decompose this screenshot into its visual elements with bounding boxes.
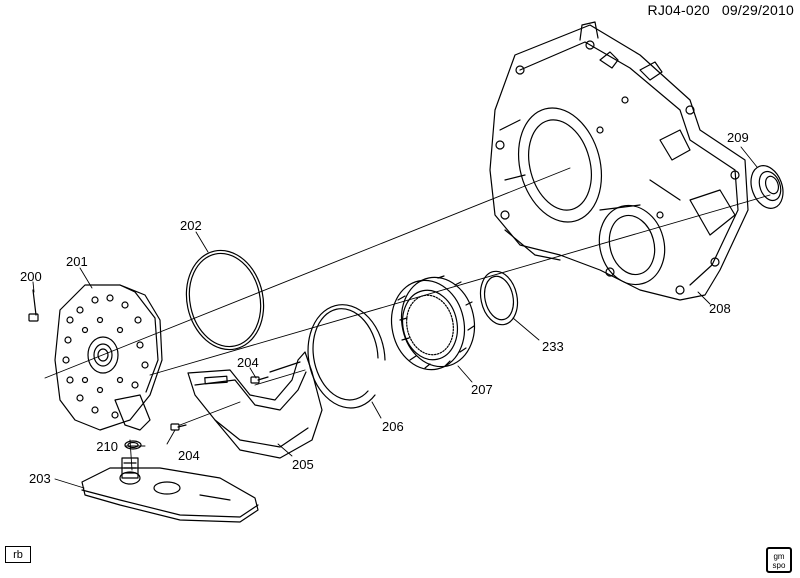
leader-lines	[32, 146, 758, 489]
oil-filter-drawing	[81, 457, 259, 523]
callout-201: 201	[66, 254, 88, 269]
control-valve-body-drawing	[54, 284, 163, 431]
diagram-header: RJ04-020 09/29/2010	[648, 2, 794, 18]
callout-209: 209	[727, 130, 749, 145]
bolt-204-lower-drawing	[170, 423, 187, 431]
alignment-lines	[44, 167, 771, 471]
callout-203: 203	[29, 471, 51, 486]
o-ring-drawing	[124, 440, 142, 450]
rb-badge: rb	[5, 546, 31, 563]
callout-207: 207	[471, 382, 493, 397]
callout-200: 200	[20, 269, 42, 284]
callout-208: 208	[709, 301, 731, 316]
callout-204-upper: 204	[237, 355, 259, 370]
logo-line-2: spo	[772, 561, 786, 570]
axle-seal-drawing	[750, 165, 784, 209]
thrust-ring-drawing	[479, 270, 519, 326]
callout-205: 205	[292, 457, 314, 472]
transmission-case-drawing	[489, 21, 749, 301]
callout-labels: 200 201 202 203 204 204 205 206 207 208 …	[20, 130, 749, 486]
callout-202: 202	[180, 218, 202, 233]
callout-210: 210	[96, 439, 118, 454]
logo-line-1: gm	[773, 552, 785, 561]
diagram-date: 09/29/2010	[721, 2, 794, 18]
bolt-200-drawing	[28, 289, 39, 322]
gm-spo-logo: gm spo	[766, 547, 792, 573]
callout-204-lower: 204	[178, 448, 200, 463]
seal-ring-drawing	[185, 249, 265, 351]
diagram-code: RJ04-020	[647, 2, 710, 18]
callout-206: 206	[382, 419, 404, 434]
snap-ring-drawing	[307, 304, 386, 409]
callout-233: 233	[542, 339, 564, 354]
baffle-drawing	[187, 351, 323, 459]
clutch-hub-drawing	[390, 275, 476, 371]
